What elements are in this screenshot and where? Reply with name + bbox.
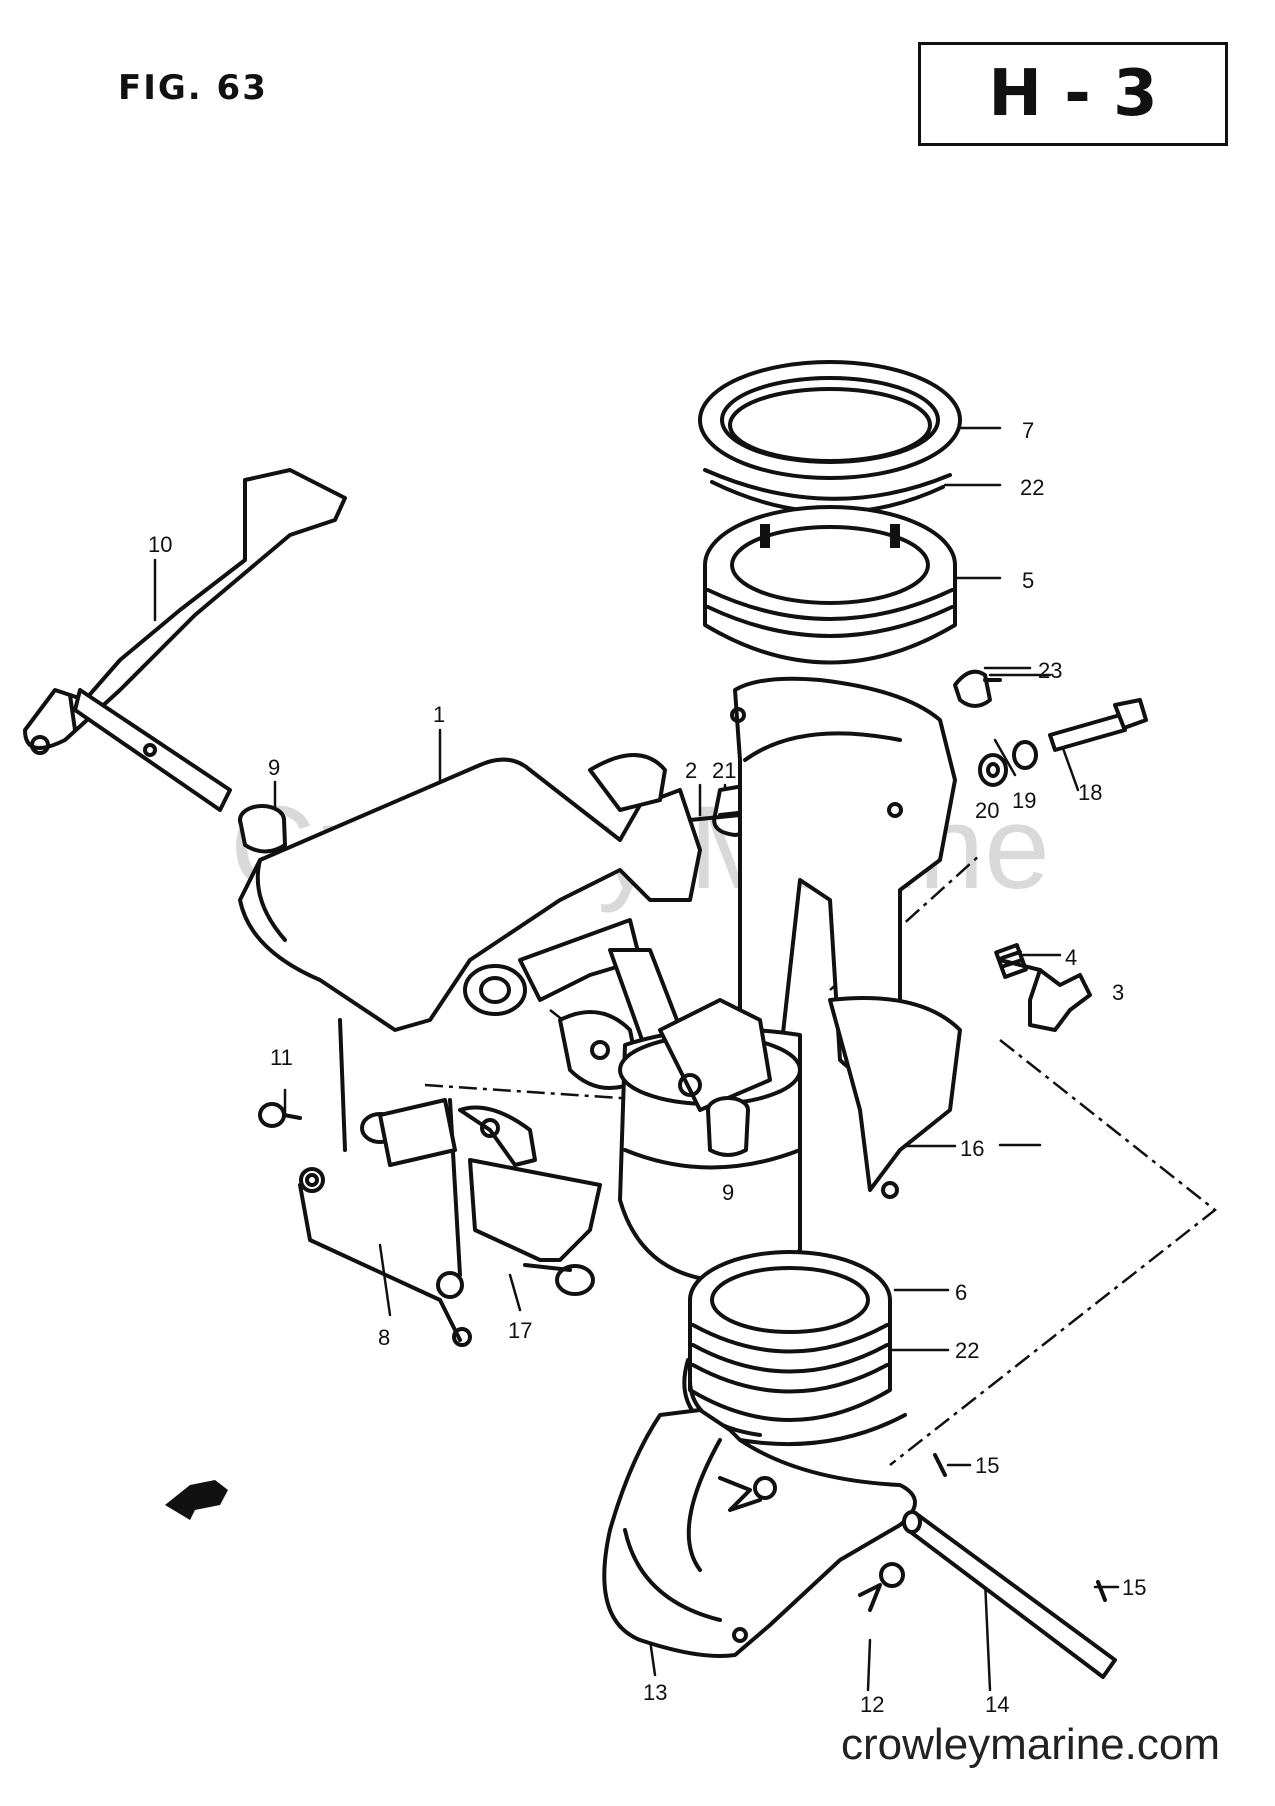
part-10-lever bbox=[23, 468, 347, 812]
part-12-clip bbox=[718, 1476, 905, 1612]
callout-16: 17 bbox=[508, 1318, 532, 1343]
callout-7: 7 bbox=[1022, 418, 1034, 443]
callout-2: 2 bbox=[685, 758, 697, 783]
callout-labels: 7 22 5 23 18 19 20 4 3 16 6 22 10 9 1 2 … bbox=[148, 418, 1146, 1717]
callout-3: 3 bbox=[1112, 980, 1124, 1005]
callout-9-upper: 9 bbox=[268, 755, 280, 780]
callout-11: 11 bbox=[270, 1045, 293, 1070]
part-17-clamp bbox=[828, 996, 962, 1199]
callout-21: 21 bbox=[712, 758, 736, 783]
part-8-spring bbox=[298, 1018, 472, 1347]
callout-20: 20 bbox=[975, 798, 999, 823]
fwd-arrow-icon bbox=[165, 1480, 228, 1520]
part-18-bolt bbox=[1048, 698, 1148, 752]
callout-23: 23 bbox=[1038, 658, 1062, 683]
callout-10: 10 bbox=[148, 532, 172, 557]
part-9-bushing-upper bbox=[238, 804, 287, 854]
part-11-cap bbox=[258, 1102, 302, 1128]
callout-15-upper: 15 bbox=[975, 1453, 999, 1478]
part-1-bracket bbox=[238, 753, 702, 1092]
part-15-pins bbox=[933, 1453, 1107, 1602]
figure-label: FIG. 63 bbox=[118, 68, 268, 108]
part-20-washer bbox=[978, 753, 1008, 787]
part-19-washer bbox=[1012, 740, 1038, 770]
part-23-plug bbox=[953, 669, 1002, 708]
part-13-plate bbox=[602, 1408, 917, 1658]
callout-22-lower: 22 bbox=[955, 1338, 979, 1363]
callout-5: 5 bbox=[1022, 568, 1034, 593]
part-6-bushing bbox=[688, 1250, 892, 1422]
callout-6: 6 bbox=[955, 1280, 967, 1305]
swivel-body-lower bbox=[618, 998, 802, 1284]
callout-22-upper: 22 bbox=[1020, 475, 1044, 500]
callout-12: 12 bbox=[860, 1692, 884, 1717]
callout-14: 14 bbox=[985, 1692, 1009, 1717]
part-16-plunger bbox=[360, 1098, 602, 1296]
callout-4: 4 bbox=[1065, 945, 1077, 970]
callout-17: 16 bbox=[960, 1136, 984, 1161]
part-5-bushing bbox=[703, 505, 957, 665]
callout-9-lower: 9 bbox=[722, 1180, 734, 1205]
part-7-ring bbox=[698, 360, 962, 480]
callout-19: 19 bbox=[1012, 788, 1036, 813]
callout-15-lower: 15 bbox=[1122, 1575, 1146, 1600]
footer-url[interactable]: crowleymarine.com bbox=[841, 1720, 1220, 1769]
callout-1: 1 bbox=[433, 702, 445, 727]
callout-8: 8 bbox=[378, 1325, 390, 1350]
part-14-shaft bbox=[902, 1510, 1117, 1679]
swivel-body-upper bbox=[730, 676, 957, 1082]
section-code-box: H - 3 bbox=[918, 42, 1228, 146]
callout-13: 13 bbox=[643, 1680, 667, 1705]
callout-18: 18 bbox=[1078, 780, 1102, 805]
part-3-wing-screw bbox=[998, 958, 1092, 1032]
